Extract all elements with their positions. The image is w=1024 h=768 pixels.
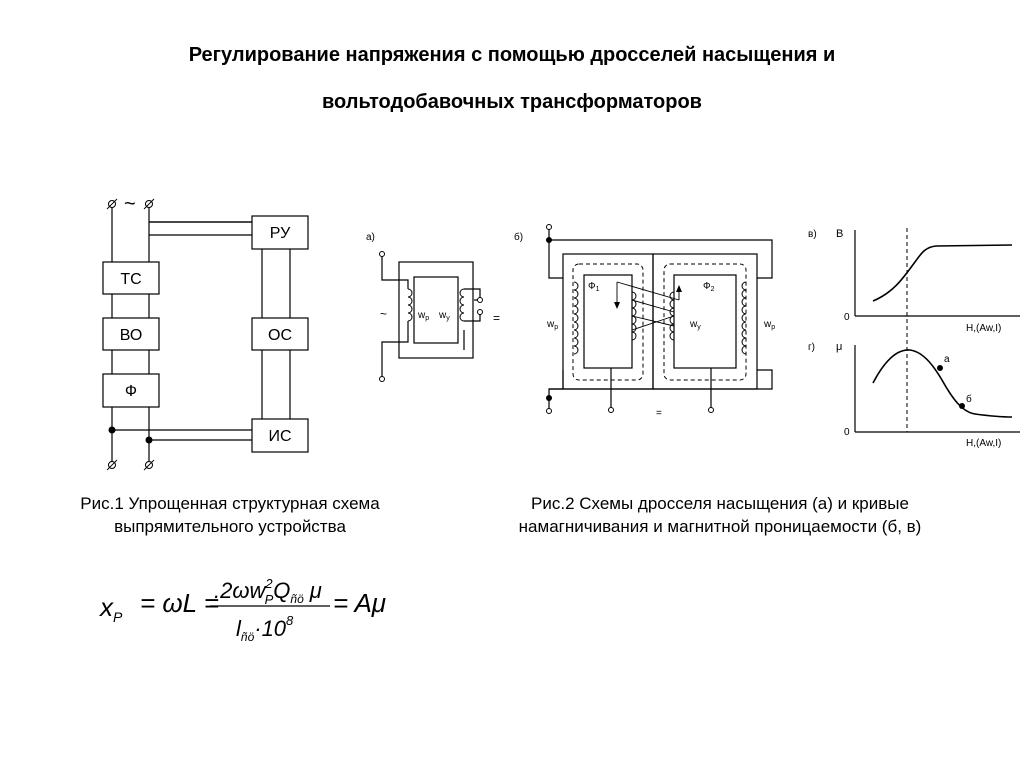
formula-eq1: = ωL = (140, 588, 219, 618)
block-ts (102, 261, 160, 295)
fig2g-origin: 0 (844, 427, 850, 438)
block-ts-label: ТС (120, 271, 141, 288)
coil-wp-right-icon (741, 281, 747, 355)
terminal-icon (143, 459, 155, 471)
fig2a-reactor: а) ~ = wр wу (366, 232, 500, 382)
fig2b-wy-label: wу (689, 319, 701, 331)
fig2b-phi1-label: Ф1 (588, 281, 600, 293)
fig2-curves: в) г) B 0 H,(Aw,I) μ 0 H,(Aw,I) а б (808, 228, 1020, 449)
terminal-icon (106, 198, 118, 210)
ac-tilde-label: ~ (124, 193, 136, 215)
fig1-caption-line1: Рис.1 Упрощенная структурная схема (80, 494, 380, 513)
formula-denominator: lñö·108 (236, 613, 294, 644)
point-b-marker (959, 403, 965, 409)
formula-lhs: xP (98, 592, 123, 625)
formula-eq2: = Aμ (333, 588, 386, 618)
fig2a-wy-label: wу (438, 310, 450, 322)
fig1-caption-line2: выпрямительного устройства (114, 517, 346, 536)
coil-wp-left-icon (573, 281, 579, 355)
block-ru (251, 215, 309, 250)
fig2b-phi2-label: Ф2 (703, 281, 715, 293)
fig2v-label: в) (808, 229, 817, 240)
fig2a-ac-label: ~ (380, 307, 387, 321)
fig1-block-diagram: ~ ТС ВО Ф (102, 193, 309, 471)
fig2-caption: Рис.2 Схемы дросселя насыщения (а) и кри… (450, 492, 990, 538)
terminal-icon (106, 459, 118, 471)
page-title-line2: вольтодобавочных трансформаторов (322, 91, 702, 113)
fig2g-label: г) (808, 342, 815, 353)
fig1-caption: Рис.1 Упрощенная структурная схема выпря… (30, 492, 430, 538)
fig2b-wp-right-label: wр (763, 319, 775, 331)
fig2b-wp-left-label: wр (546, 319, 558, 331)
fig2a-dc-label: = (493, 311, 500, 325)
fig2b-reactor: б) (514, 224, 775, 419)
fig2g-x-label: H,(Aw,I) (966, 438, 1001, 449)
flux-arrow-down-icon (614, 302, 620, 309)
coil-wy-icon (459, 288, 465, 322)
block-os (251, 317, 309, 351)
block-f (102, 373, 160, 408)
block-vo-label: ВО (120, 327, 143, 344)
block-is-label: ИС (268, 428, 291, 445)
flux-arrow-up-icon (676, 285, 682, 292)
block-ru-label: РУ (270, 225, 291, 242)
block-f-label: Ф (125, 383, 137, 400)
point-b-label: б (966, 393, 972, 405)
block-is (251, 418, 309, 453)
permeability-curve (872, 349, 1013, 418)
block-os-label: ОС (268, 327, 292, 344)
fig2-caption-line1: Рис.2 Схемы дросселя насыщения (а) и кри… (531, 494, 909, 513)
fig2a-label: а) (366, 232, 375, 243)
fig2-caption-line2: намагничивания и магнитной проницаемости… (518, 517, 922, 536)
fig2b-dc-label: = (656, 408, 662, 419)
fig2v-origin: 0 (844, 312, 850, 323)
block-vo (102, 317, 160, 351)
fig2v-y-label: B (836, 228, 843, 240)
fig2b-label: б) (514, 231, 523, 243)
fig2v-x-label: H,(Aw,I) (966, 323, 1001, 334)
coil-wp-icon (407, 288, 413, 322)
magnetization-curve (872, 244, 1013, 302)
point-a-label: а (944, 354, 950, 365)
point-a-marker (937, 365, 943, 371)
page-title-line1: Регулирование напряжения с помощью дросс… (188, 44, 836, 66)
fig2g-y-label: μ (836, 341, 842, 353)
fig2a-wp-label: wр (417, 310, 429, 322)
terminal-icon (143, 198, 155, 210)
